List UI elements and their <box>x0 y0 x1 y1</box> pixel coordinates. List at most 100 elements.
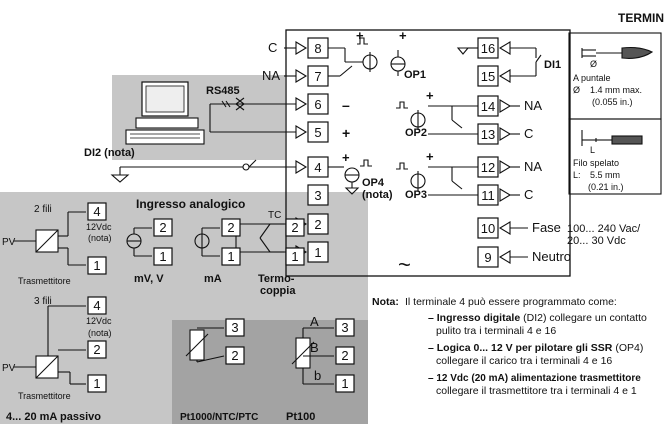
terminal-7-label: 7 <box>314 69 321 84</box>
note-item-2-bold: – Logica 0... 12 V per pilotare gli SSR <box>428 342 613 354</box>
ma-label: mA <box>204 273 222 285</box>
terminal-6-minus: – <box>342 97 350 113</box>
thermo-label: Termo- <box>258 273 295 285</box>
terminal-9-label: 9 <box>484 250 491 265</box>
label-c-11: C <box>524 187 533 202</box>
computer-icon <box>125 81 205 145</box>
nota-3wire: (nota) <box>88 328 112 338</box>
tc-t1-text: 1 <box>291 249 298 264</box>
vdc-2wire: 12Vdc <box>86 222 112 232</box>
terminal-4-label: 4 <box>314 160 321 175</box>
terminal-10-label: 10 <box>481 221 495 236</box>
label-na-14: NA <box>524 98 542 113</box>
arrow-13 <box>499 127 512 141</box>
legend-bare-in: (0.21 in.) <box>588 182 624 192</box>
legend-lsym: L <box>590 145 595 155</box>
note-intro: Il terminale 4 può essere programmato co… <box>405 296 617 308</box>
passive-label: 4... 20 mA passivo <box>6 411 101 423</box>
note-item-1-bold: – Ingresso digitale <box>428 312 521 324</box>
right-terminals: 16 15 14 13 12 11 10 9 <box>477 37 499 268</box>
arrow-9 <box>498 250 511 264</box>
right-arrows <box>498 41 512 264</box>
rtd-t3 <box>225 318 245 337</box>
op3-plus: + <box>426 149 434 164</box>
terminal-15-label: 15 <box>481 69 495 84</box>
internal-circuits <box>235 37 478 253</box>
op1-label: OP1 <box>404 69 426 81</box>
op2-plus: + <box>426 88 434 103</box>
terminal-10 <box>477 217 499 239</box>
terminal-15 <box>477 65 499 87</box>
terminal-11-label: 11 <box>481 188 495 203</box>
op4-label: OP4 <box>362 177 385 189</box>
arrow-14 <box>499 99 512 113</box>
arrow-12 <box>499 160 512 174</box>
op1-plus-relay: + <box>356 28 364 43</box>
terminal-5 <box>307 121 329 143</box>
w3-t4-text: 4 <box>93 298 100 313</box>
arrow-15 <box>498 69 511 83</box>
analog-terminals: 4 1 2 1 2 1 2 1 4 2 1 3 2 3 2 1 <box>87 202 355 393</box>
note-block: Nota: Il terminale 4 può essere programm… <box>372 296 662 416</box>
legend-tip: A puntale <box>573 73 611 83</box>
pt-t3-text: 3 <box>341 320 348 335</box>
w3-t1-text: 1 <box>93 376 100 391</box>
arrow-4 <box>295 160 308 174</box>
terminal-1 <box>307 241 329 263</box>
rs485-label: RS485 <box>206 85 240 97</box>
mv-t1-text: 1 <box>159 249 166 264</box>
analog-t2-ma <box>221 218 241 237</box>
op3-label: OP3 <box>405 189 427 201</box>
ac-tilde: ~ <box>398 252 411 277</box>
analog-t4-2wire <box>87 202 107 221</box>
note-item-1-rest: (DI2) collegare un contatto <box>520 312 647 324</box>
legend-tip-dim: 1.4 mm max. <box>590 85 642 95</box>
op2-label: OP2 <box>405 127 427 139</box>
op1-plus: + <box>399 28 407 43</box>
instrument-body <box>285 29 571 277</box>
pt100-t2 <box>335 346 355 365</box>
ma-t1-text: 1 <box>227 249 234 264</box>
terminal-2 <box>307 213 329 235</box>
thermo-label-2: coppia <box>260 285 296 297</box>
terminal-14-label: 14 <box>481 99 495 114</box>
pt100-b-lower: b <box>314 368 321 383</box>
pv-3wire: PV <box>2 363 16 374</box>
transmitter-3wire: Trasmettitore <box>18 391 71 401</box>
analog-t1-ma <box>221 247 241 266</box>
power-line-1: 100... 240 Vac/ <box>567 223 641 235</box>
transmitter-2wire: Trasmettitore <box>18 276 71 286</box>
note-item-3-line2: collegare il trasmettitore tra i termina… <box>436 385 637 397</box>
legend-icons <box>568 32 662 195</box>
nota-2wire: (nota) <box>88 233 112 243</box>
label-fase: Fase <box>532 220 561 235</box>
two-wire-label: 2 fili <box>34 204 52 215</box>
arrow-5 <box>295 125 308 139</box>
legend-bare-dim: 5.5 mm <box>590 170 620 180</box>
label-c-13: C <box>524 126 533 141</box>
legend-diam: Ø <box>590 59 597 69</box>
mv-v-label: mV, V <box>134 273 164 285</box>
arrow-11 <box>499 188 512 202</box>
legend-bare: Filo spelato <box>573 158 619 168</box>
terminal-5-label: 5 <box>314 125 321 140</box>
analog-t1-3wire <box>87 374 107 393</box>
terminal-9 <box>477 246 499 268</box>
note-item-2-line2: collegare il carico tra i terminali 4 e … <box>436 355 613 367</box>
pt1000-label: Pt1000/NTC/PTC <box>180 412 258 423</box>
analog-t2-tc <box>285 218 305 237</box>
analog-t1-text: 1 <box>93 258 100 273</box>
vdc-3wire: 12Vdc <box>86 316 112 326</box>
thermocouple-symbol <box>259 223 284 253</box>
analog-t4-text: 4 <box>93 204 100 219</box>
pt100-t1 <box>335 374 355 393</box>
label-neutro: Neutro <box>532 249 571 264</box>
analog-t1-tc <box>285 247 305 266</box>
di2-label: DI2 (nota) <box>84 147 135 159</box>
external-leads <box>110 47 542 258</box>
rtd-t2-text: 2 <box>231 348 238 363</box>
left-terminals: 8 7 6 5 4 3 2 1 <box>307 37 329 263</box>
legend-bare-l: L: <box>573 170 581 180</box>
note-item-3-bold: – 12 Vdc (20 mA) alimentazione trasmetti… <box>428 373 641 384</box>
note-item-1-line2: pulito tra i terminali 4 e 16 <box>436 325 557 337</box>
